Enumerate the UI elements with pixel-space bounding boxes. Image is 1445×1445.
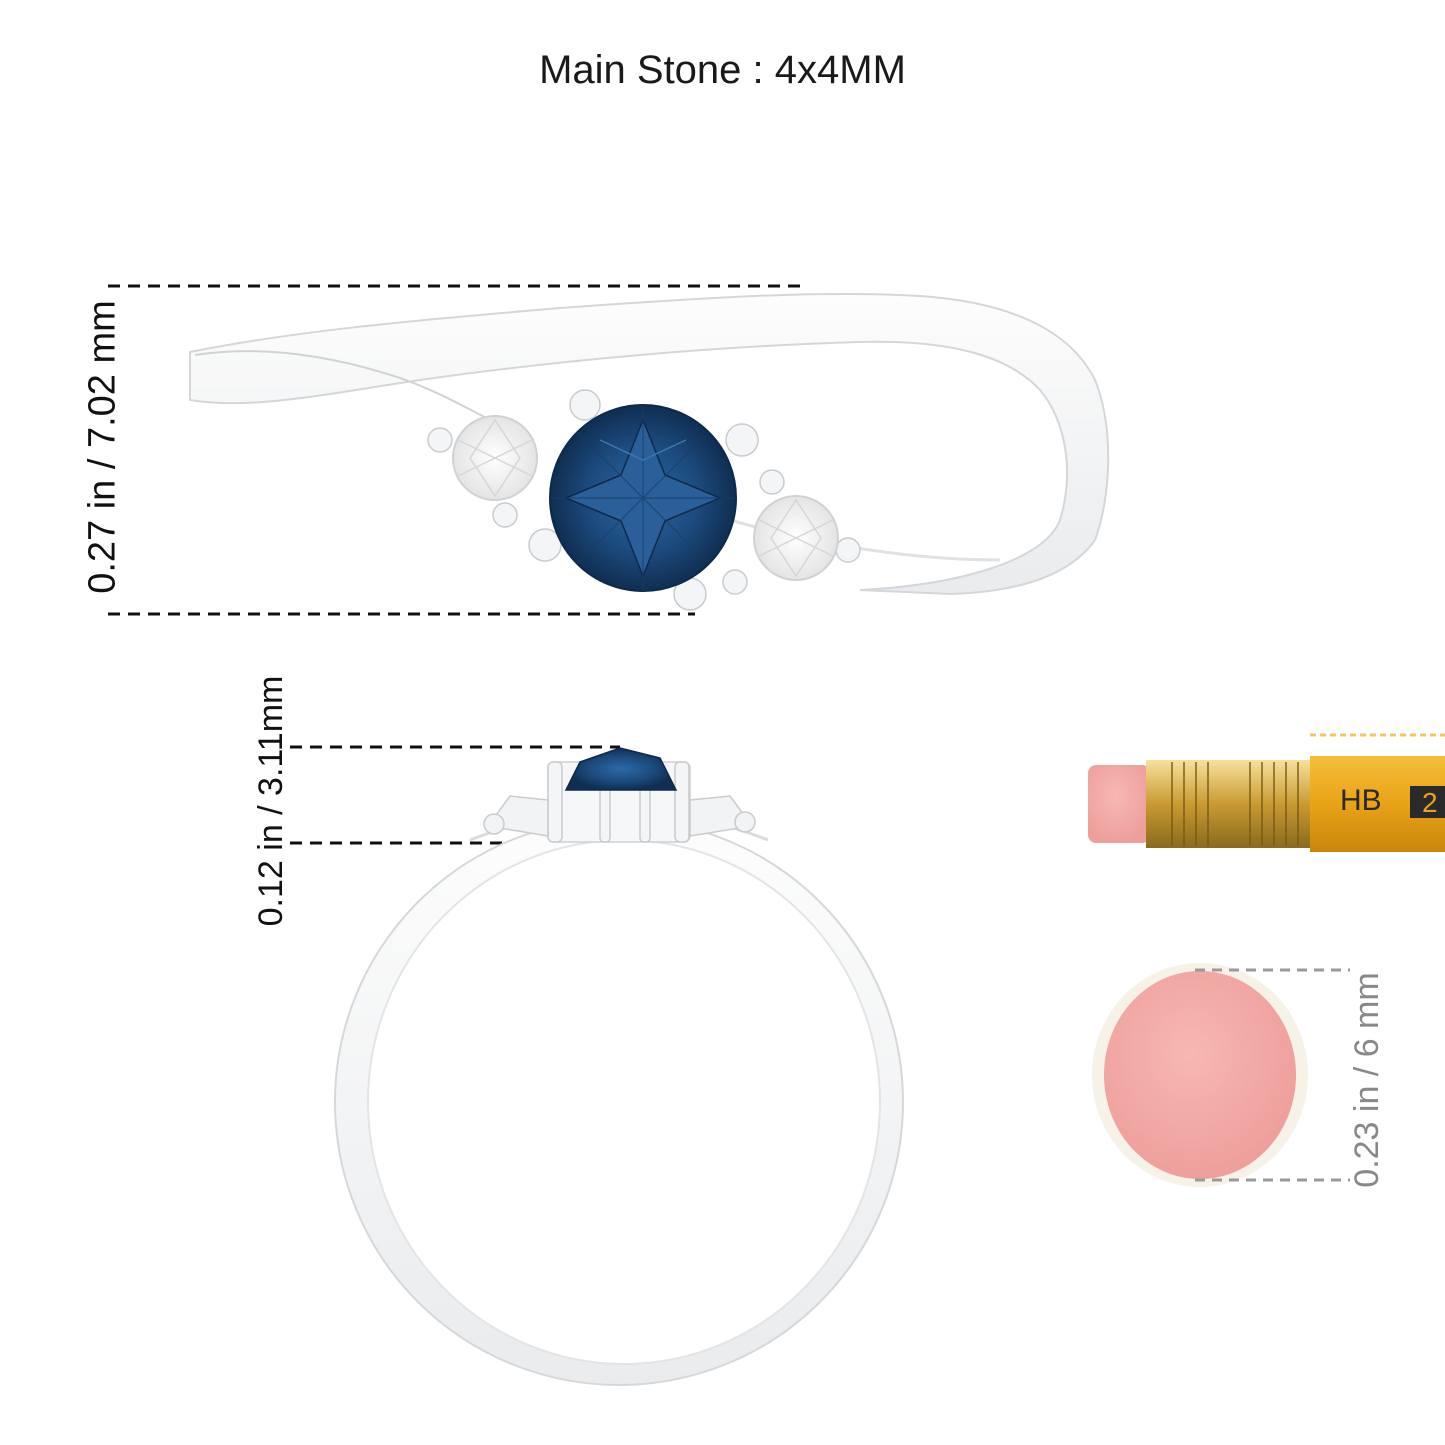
pencil-number-box: 2 xyxy=(1410,786,1445,818)
pencil-number: 2 xyxy=(1422,787,1438,818)
prongs xyxy=(427,389,861,611)
side-diamond-right xyxy=(753,495,839,581)
main-stone-london-blue xyxy=(549,404,737,592)
page-title: Main Stone : 4x4MM xyxy=(539,48,906,92)
pencil-grade: HB xyxy=(1340,784,1382,817)
ring-front-view xyxy=(334,747,904,1386)
pencil-scale-reference xyxy=(1088,733,1445,852)
ring-side-view xyxy=(189,292,1110,611)
stone-height-dimension-lines xyxy=(290,745,620,845)
ring-height-dimension-lines xyxy=(108,284,808,616)
eraser-dimension-lines xyxy=(1195,968,1350,1182)
eraser-end-view xyxy=(1092,963,1308,1187)
side-diamond-left xyxy=(452,415,538,501)
